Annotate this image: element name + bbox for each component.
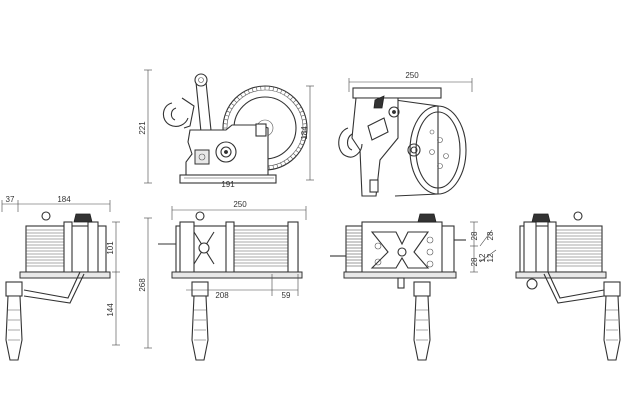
gear-tooth xyxy=(283,160,287,165)
gear-tooth xyxy=(240,93,243,98)
gear-tooth xyxy=(247,89,250,94)
gear-tooth xyxy=(287,93,290,98)
gear-tooth xyxy=(230,103,235,106)
dim-left-height-a: 101 xyxy=(106,241,115,255)
dim-left-width: 184 xyxy=(57,195,71,204)
gear-tooth xyxy=(290,96,294,100)
dim-side-height: 221 xyxy=(138,121,147,135)
dim-top-len-b: 59 xyxy=(282,291,291,300)
dim-side-inner-height: 184 xyxy=(300,126,309,140)
right-view xyxy=(515,211,621,361)
gear-tooth xyxy=(255,86,258,91)
gear-tooth xyxy=(280,162,283,167)
gear-tooth xyxy=(301,114,306,117)
gear-tooth xyxy=(224,114,229,117)
left-view: 37 184 101 144 xyxy=(1,195,120,361)
gear-tooth xyxy=(228,106,233,110)
gear-tooth xyxy=(223,118,228,121)
dim-front-width: 250 xyxy=(405,71,419,80)
gear-tooth xyxy=(283,91,287,96)
gear-tooth xyxy=(243,91,247,96)
dim-left-offset: 37 xyxy=(6,195,15,204)
gear-tooth xyxy=(272,165,275,170)
dim-right-c: 12 xyxy=(478,253,487,262)
dim-right-a: 28 xyxy=(470,231,479,240)
gear-tooth xyxy=(233,99,237,103)
gear-tooth xyxy=(276,87,279,92)
gear-tooth xyxy=(280,89,283,94)
gear-tooth xyxy=(287,158,290,163)
dim-side-width: 191 xyxy=(221,180,235,189)
dim-right-b: 28 xyxy=(470,257,479,266)
dim-right-d: 12 xyxy=(486,253,495,262)
side-view: 221 191 184 xyxy=(138,69,314,189)
gear-tooth xyxy=(297,106,302,110)
gear-tooth xyxy=(293,99,297,103)
dim-top-width: 250 xyxy=(233,200,247,209)
gear-tooth xyxy=(295,150,300,153)
dim-top-len-a: 208 xyxy=(215,291,229,300)
gear-tooth xyxy=(226,110,231,113)
gear-tooth xyxy=(299,143,304,146)
dim-right-e: 28 xyxy=(486,231,495,240)
gear-tooth xyxy=(295,103,300,106)
dim-top-height: 268 xyxy=(138,278,147,292)
gear-tooth xyxy=(299,110,304,113)
gear-tooth xyxy=(236,96,240,100)
gear-tooth xyxy=(297,146,302,150)
side-view-2: 250 xyxy=(338,71,473,197)
dim-left-height-b: 144 xyxy=(106,303,115,317)
gear-tooth xyxy=(251,87,254,92)
top-view: 250 268 208 59 xyxy=(138,200,307,361)
gear-tooth xyxy=(290,156,294,160)
gear-tooth xyxy=(301,139,306,142)
gear-tooth xyxy=(272,86,275,91)
front-view: 28 28 12 12 28 xyxy=(330,213,497,361)
gear-tooth xyxy=(293,153,297,157)
gear-tooth xyxy=(276,164,279,169)
gear-tooth xyxy=(302,135,307,138)
gear-tooth xyxy=(302,118,307,121)
